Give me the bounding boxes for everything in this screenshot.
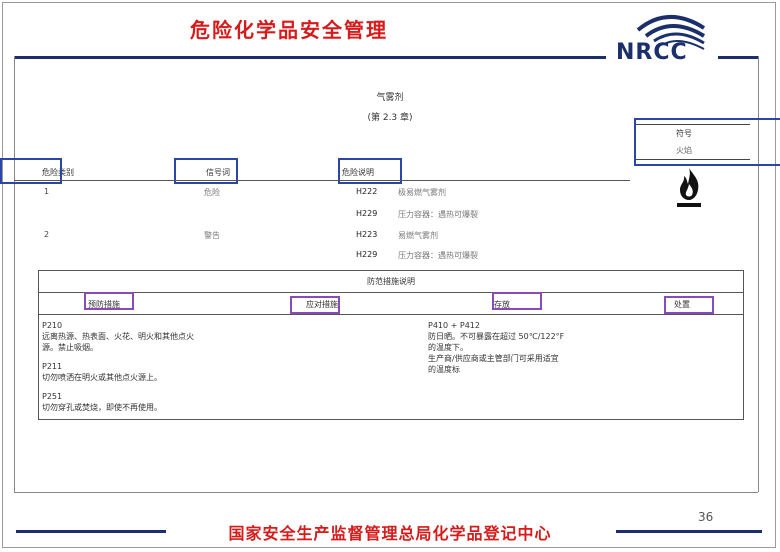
storage-code: P410 + P412: [428, 321, 480, 330]
slide-title: 危险化学品安全管理: [190, 18, 388, 42]
p210-text-line-2: 源。禁止吸烟。: [42, 343, 98, 352]
storage-line-3: 生产商/供应商或主管部门可采用适宜: [428, 354, 559, 363]
p251-code: P251: [42, 392, 63, 401]
row-1-code-1: H222: [356, 187, 378, 196]
response-highlight: [290, 296, 340, 314]
header-rule: [14, 56, 606, 59]
storage-line-4: 的温度标: [428, 365, 460, 374]
row-1-text-1: 极易燃气雾剂: [398, 188, 446, 197]
column-header-hazard-statement: 危险说明: [342, 168, 374, 177]
precautions-rule-1: [38, 292, 744, 293]
header-rule-right: [718, 56, 758, 59]
row-1-code-2: H229: [356, 209, 378, 218]
storage-line-2: 的温度下。: [428, 343, 468, 352]
p210-code: P210: [42, 321, 63, 330]
precautions-title: 防范措施说明: [367, 277, 415, 286]
precaution-header-prevention: 预防措施: [88, 300, 120, 309]
p211-code: P211: [42, 362, 63, 371]
column-header-signal-word: 信号词: [206, 168, 230, 177]
symbol-highlight: [634, 118, 780, 166]
row-2-code-1: H223: [356, 230, 378, 239]
row-2-code-2: H229: [356, 250, 378, 259]
symbol-label: 符号: [676, 129, 692, 138]
nrcc-logo-icon: [636, 15, 706, 50]
doc-border-bottom: [14, 492, 758, 493]
page-number: 36: [698, 510, 714, 524]
document-subtitle: (第 2.3 章): [367, 113, 413, 123]
category-highlight: [0, 158, 62, 184]
symbol-box: [636, 124, 750, 160]
p211-text: 切勿喷洒在明火或其他点火源上。: [42, 373, 162, 382]
row-2-text-1: 易燃气雾剂: [398, 231, 438, 240]
precautions-table: [38, 270, 744, 420]
disposal-highlight: [664, 296, 714, 314]
p251-text: 切勿穿孔或焚烧，即使不再使用。: [42, 403, 162, 412]
symbol-value: 火焰: [676, 146, 692, 155]
logo-text: NRCC: [616, 40, 688, 65]
hazard-statement-highlight: [338, 158, 402, 184]
precaution-header-storage: 存放: [494, 300, 510, 309]
p210-text-line-1: 远离热源、热表面、火花、明火和其他点火: [42, 332, 194, 341]
row-1-signal-word: 危险: [204, 188, 220, 197]
column-header-category: 危险类别: [42, 168, 74, 177]
row-2-signal-word: 警告: [204, 231, 220, 240]
row-1-category: 1: [44, 187, 50, 196]
storage-highlight: [492, 292, 542, 310]
precaution-header-response: 应对措施: [306, 300, 338, 309]
precautions-rule-2: [38, 314, 744, 315]
table-header-rule: [14, 180, 630, 181]
footer-rule-right: [616, 530, 762, 533]
flame-icon: [677, 168, 701, 207]
storage-line-1: 防日晒。不可暴露在超过 50℃/122°F: [428, 332, 565, 341]
row-2-text-2: 压力容器：遇热可爆裂: [398, 251, 478, 260]
doc-border-left: [14, 56, 15, 492]
footer-rule-left: [16, 530, 166, 533]
footer-title: 国家安全生产监督管理总局化学品登记中心: [228, 524, 552, 543]
document-title: 气雾剂: [376, 93, 404, 103]
row-2-category: 2: [44, 230, 50, 239]
precaution-header-disposal: 处置: [674, 300, 690, 309]
doc-border-right: [758, 56, 759, 492]
signal-word-highlight: [174, 158, 238, 184]
prevention-highlight: [84, 292, 134, 310]
row-1-text-2: 压力容器：遇热可爆裂: [398, 210, 478, 219]
